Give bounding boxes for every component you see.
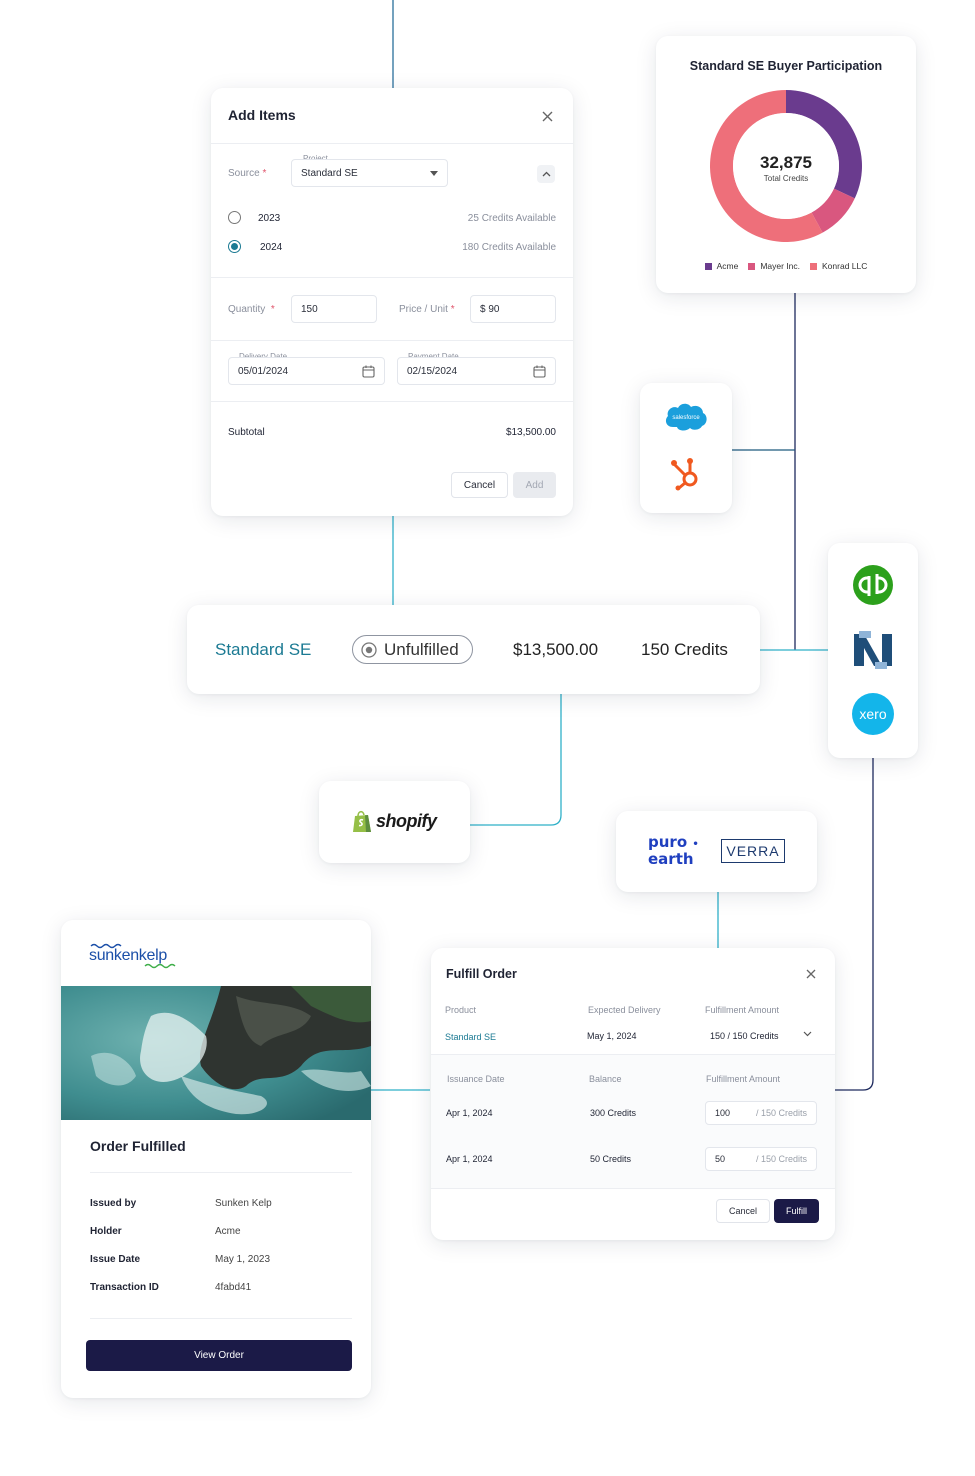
- total-credits-value: 32,875: [760, 153, 812, 172]
- collapse-button[interactable]: [537, 165, 555, 183]
- fulfillment-amount-input[interactable]: 100 / 150 Credits: [705, 1101, 817, 1125]
- dialog-title: Fulfill Order: [446, 967, 517, 981]
- detail-label: Issued by: [90, 1198, 137, 1209]
- donut-chart: [710, 90, 862, 242]
- donut-slice-konrad-llc: [710, 90, 823, 242]
- calendar-icon: [362, 365, 375, 378]
- shopify-bag-icon: [353, 810, 371, 832]
- order-summary-row[interactable]: Standard SE Unfulfilled $13,500.00 150 C…: [187, 605, 760, 694]
- detail-label: Transaction ID: [90, 1282, 159, 1293]
- hubspot-logo: [671, 458, 698, 491]
- donut-slice-mayer-inc: [811, 188, 855, 233]
- chevron-down-icon: [430, 170, 438, 176]
- balance: 300 Credits: [590, 1108, 637, 1118]
- registries-card: puro • earth VERRA: [616, 811, 817, 892]
- close-icon[interactable]: [804, 967, 818, 981]
- xero-logo: xero: [852, 693, 894, 735]
- sub-column-header: Issuance Date: [447, 1074, 505, 1084]
- add-button[interactable]: Add: [513, 472, 556, 498]
- delivery-date-field[interactable]: 05/01/2024: [228, 357, 385, 385]
- status-badge: Unfulfilled: [352, 635, 473, 664]
- cancel-button[interactable]: Cancel: [716, 1199, 770, 1223]
- project-label: Project: [303, 154, 328, 163]
- price-label: Price / Unit *: [399, 304, 455, 315]
- price-input[interactable]: $ 90: [470, 295, 556, 323]
- shopify-card: shopify: [319, 781, 470, 863]
- fulfillment-amount-input[interactable]: 50 / 150 Credits: [705, 1147, 817, 1171]
- project-name[interactable]: Standard SE: [215, 640, 312, 659]
- project-select[interactable]: Standard SE: [291, 159, 448, 187]
- detail-label: Issue Date: [90, 1254, 141, 1265]
- donut-slice-acme: [786, 90, 862, 199]
- crm-integrations-card: salesforce: [640, 383, 732, 513]
- close-icon[interactable]: [539, 108, 555, 124]
- chevron-up-icon: [542, 171, 550, 177]
- detail-value: Sunken Kelp: [215, 1198, 272, 1209]
- detail-value: 4fabd41: [215, 1282, 252, 1293]
- year-label: 2023: [258, 213, 281, 224]
- radio-2023[interactable]: [228, 211, 241, 224]
- chart-title: Standard SE Buyer Participation: [689, 59, 883, 73]
- cancel-button[interactable]: Cancel: [451, 472, 508, 498]
- order-amount: $13,500.00: [513, 640, 599, 659]
- add-items-dialog: Add Items Source * Project Standard SE 2…: [211, 88, 573, 516]
- sunkenkelp-logo: sunkenkelp: [89, 940, 181, 975]
- fulfill-order-dialog: Fulfill Order Product Expected Delivery …: [431, 948, 835, 1240]
- svg-text:salesforce: salesforce: [672, 415, 700, 421]
- detail-value: Acme: [215, 1226, 241, 1237]
- svg-text:sunkenkelp: sunkenkelp: [89, 947, 167, 964]
- expected-delivery: May 1, 2024: [587, 1031, 637, 1041]
- source-label: Source *: [228, 168, 267, 179]
- quickbooks-logo: [853, 565, 893, 605]
- issuance-date: Apr 1, 2024: [446, 1154, 493, 1164]
- payment-date-field[interactable]: 02/15/2024: [397, 357, 556, 385]
- delivery-date-label: Delivery Date: [239, 352, 287, 361]
- participation-card: Standard SE Buyer Participation 32,875 T…: [656, 36, 916, 293]
- sub-column-header: Balance: [589, 1074, 622, 1084]
- sub-column-header: Fulfillment Amount: [706, 1074, 781, 1084]
- column-header: Product: [445, 1005, 477, 1015]
- column-header: Fulfillment Amount: [705, 1005, 780, 1015]
- credits-available: 25 Credits Available: [467, 213, 556, 224]
- credits-available: 180 Credits Available: [462, 242, 556, 253]
- ocean-rocks-image: [61, 986, 371, 1120]
- calendar-icon: [533, 365, 546, 378]
- donut-hole: [733, 113, 839, 219]
- dialog-title: Add Items: [228, 107, 296, 123]
- total-credits-label: Total Credits: [763, 174, 809, 183]
- legend: Acme Mayer Inc. Konrad LLC: [656, 261, 916, 271]
- salesforce-logo: salesforce: [665, 403, 707, 431]
- fulfillment-amount: 150 / 150 Credits: [710, 1031, 779, 1041]
- legend-item-konrad: Konrad LLC: [810, 261, 867, 271]
- issuance-date: Apr 1, 2024: [446, 1108, 493, 1118]
- subtotal-label: Subtotal: [228, 427, 265, 438]
- shopify-wordmark: shopify: [376, 811, 437, 831]
- year-label: 2024: [260, 242, 283, 253]
- column-header: Expected Delivery: [588, 1005, 661, 1015]
- chevron-down-icon[interactable]: [799, 1026, 815, 1042]
- order-credits: 150 Credits: [641, 640, 728, 659]
- order-fulfilled-card: sunkenkelp Order Fulfilled Issued by Sun…: [61, 920, 371, 1398]
- radio-2024[interactable]: [228, 240, 241, 253]
- detail-label: Holder: [90, 1226, 122, 1237]
- svg-text:xero: xero: [859, 706, 886, 722]
- view-order-button[interactable]: View Order: [86, 1340, 352, 1371]
- product-link[interactable]: Standard SE: [445, 1032, 497, 1042]
- balance: 50 Credits: [590, 1154, 632, 1164]
- quantity-input[interactable]: 150: [291, 295, 377, 323]
- order-fulfilled-title: Order Fulfilled: [90, 1138, 186, 1154]
- payment-date-label: Payment Date: [408, 352, 459, 361]
- netsuite-logo: [854, 631, 892, 669]
- legend-item-acme: Acme: [704, 261, 738, 271]
- legend-item-mayer: Mayer Inc.: [748, 261, 800, 271]
- accounting-integrations-card: xero: [828, 543, 918, 758]
- puro-earth-logo: puro • earth: [648, 833, 699, 868]
- verra-logo: VERRA: [721, 839, 785, 863]
- status-circle-icon: [361, 641, 377, 658]
- fulfill-button[interactable]: Fulfill: [774, 1199, 819, 1223]
- quantity-label: Quantity *: [228, 304, 275, 315]
- detail-value: May 1, 2023: [215, 1254, 271, 1265]
- subtotal-value: $13,500.00: [505, 427, 556, 438]
